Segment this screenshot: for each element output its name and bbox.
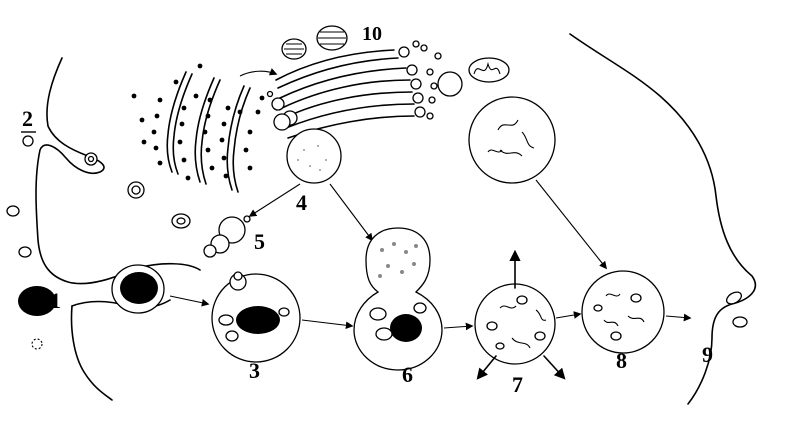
plasma-membrane-left	[35, 57, 201, 401]
arrow-3-to-6	[301, 319, 354, 330]
label-2: 2	[22, 106, 33, 131]
exocytosed-residue	[725, 291, 748, 328]
secondary-lysosome	[474, 283, 556, 365]
primary-lysosome	[286, 128, 342, 184]
phagosome	[211, 271, 301, 363]
extracellular-vesicles	[6, 205, 43, 350]
plasma-membrane-right	[569, 33, 757, 405]
arrow-7-down-right	[543, 355, 566, 380]
label-4: 4	[296, 190, 307, 215]
transport-vesicles-top	[281, 25, 348, 60]
arrow-4-to-6	[329, 183, 373, 242]
label-7: 7	[512, 372, 523, 397]
arrow-8-to-9	[665, 313, 692, 322]
rough-endoplasmic-reticulum	[131, 63, 265, 193]
label-10: 10	[362, 23, 382, 45]
label-2-marker	[22, 135, 34, 147]
label-5: 5	[254, 229, 265, 254]
phagocytosed-particle	[18, 264, 165, 316]
arrow-6-to-7	[443, 322, 474, 331]
cytoplasmic-vesicles	[84, 152, 251, 229]
primary-lysosome-dots	[297, 145, 327, 171]
autophagic-vacuole	[468, 96, 556, 184]
arrow-er-to-golgi	[239, 68, 278, 77]
arrow-autophagy-to-8	[535, 179, 607, 270]
label-8: 8	[616, 348, 627, 373]
secreted-lysosome	[203, 216, 246, 258]
label-1: 1	[50, 288, 61, 313]
residual-body	[581, 270, 665, 354]
arrow-4-to-5	[248, 183, 301, 217]
label-3: 3	[249, 358, 260, 383]
phagolysosome-forming	[353, 227, 443, 371]
arrow-1-to-3	[169, 295, 210, 307]
label-9: 9	[702, 342, 713, 367]
secretory-granule	[437, 71, 463, 97]
mitochondrion	[468, 57, 510, 83]
label-6: 6	[402, 362, 413, 387]
arrow-7-to-8	[555, 311, 582, 319]
arrow-7-down-left	[476, 355, 497, 380]
